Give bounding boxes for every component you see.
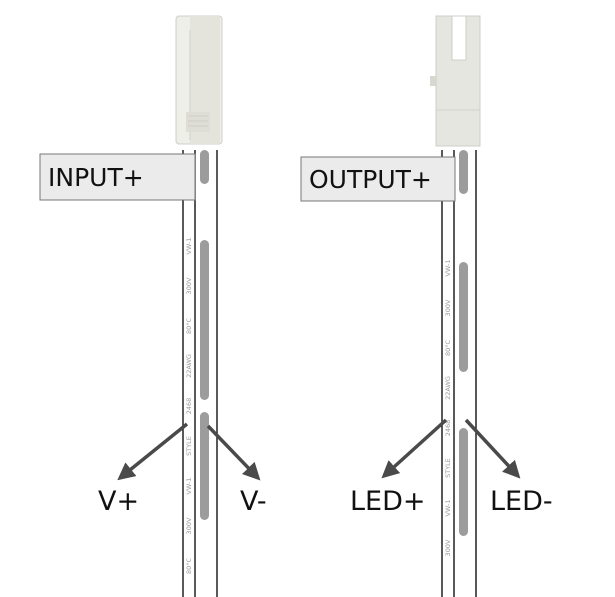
input-label-box: INPUT+ <box>39 153 196 201</box>
cable-print-text: 22AWG <box>444 376 452 400</box>
input-wire-stripe <box>200 412 209 520</box>
v-minus-arrow <box>206 424 261 481</box>
v-plus-label: V+ <box>98 486 139 517</box>
v-minus-label: V- <box>240 486 267 517</box>
cable-print-text: 300V <box>185 517 193 534</box>
input-cable <box>182 150 218 597</box>
output-wire-stripe <box>459 150 468 194</box>
input-label: INPUT+ <box>48 163 144 192</box>
cable-print-text: VW-1 <box>185 477 193 494</box>
output-wire-stripe <box>459 262 468 372</box>
cable-print-text: 300V <box>185 277 193 294</box>
output-connector <box>430 15 481 147</box>
cable-print-text: 80°C <box>185 558 193 575</box>
cable-print-text: STYLE <box>444 458 452 478</box>
cable-print-text: VW-1 <box>185 237 193 254</box>
cable-print-text: 2468 <box>185 398 193 415</box>
led-minus-label: LED- <box>490 486 553 517</box>
input-connector <box>175 15 223 145</box>
cable-print-text: 2468 <box>444 420 452 437</box>
cable-print-text: 80°C <box>444 340 452 357</box>
cable-print-text: 22AWG <box>185 354 193 378</box>
led-plus-label: LED+ <box>350 486 426 517</box>
input-wire-stripe <box>200 240 209 400</box>
led-minus-arrow <box>464 418 521 479</box>
input-wire-stripe <box>200 150 209 184</box>
output-label-box: OUTPUT+ <box>300 156 456 202</box>
cable-print-text: STYLE <box>185 436 193 456</box>
cable-print-text: VW-1 <box>444 259 452 276</box>
v-plus-arrow <box>117 422 189 481</box>
output-cable <box>441 150 477 597</box>
cable-print-text: 80°C <box>185 318 193 335</box>
cable-print-text: VW-1 <box>444 499 452 516</box>
led-plus-arrow <box>381 418 448 479</box>
output-wire-stripe <box>459 428 468 536</box>
output-label: OUTPUT+ <box>309 165 432 194</box>
cable-print-text: 300V <box>444 539 452 556</box>
cable-print-text: 300V <box>444 299 452 316</box>
